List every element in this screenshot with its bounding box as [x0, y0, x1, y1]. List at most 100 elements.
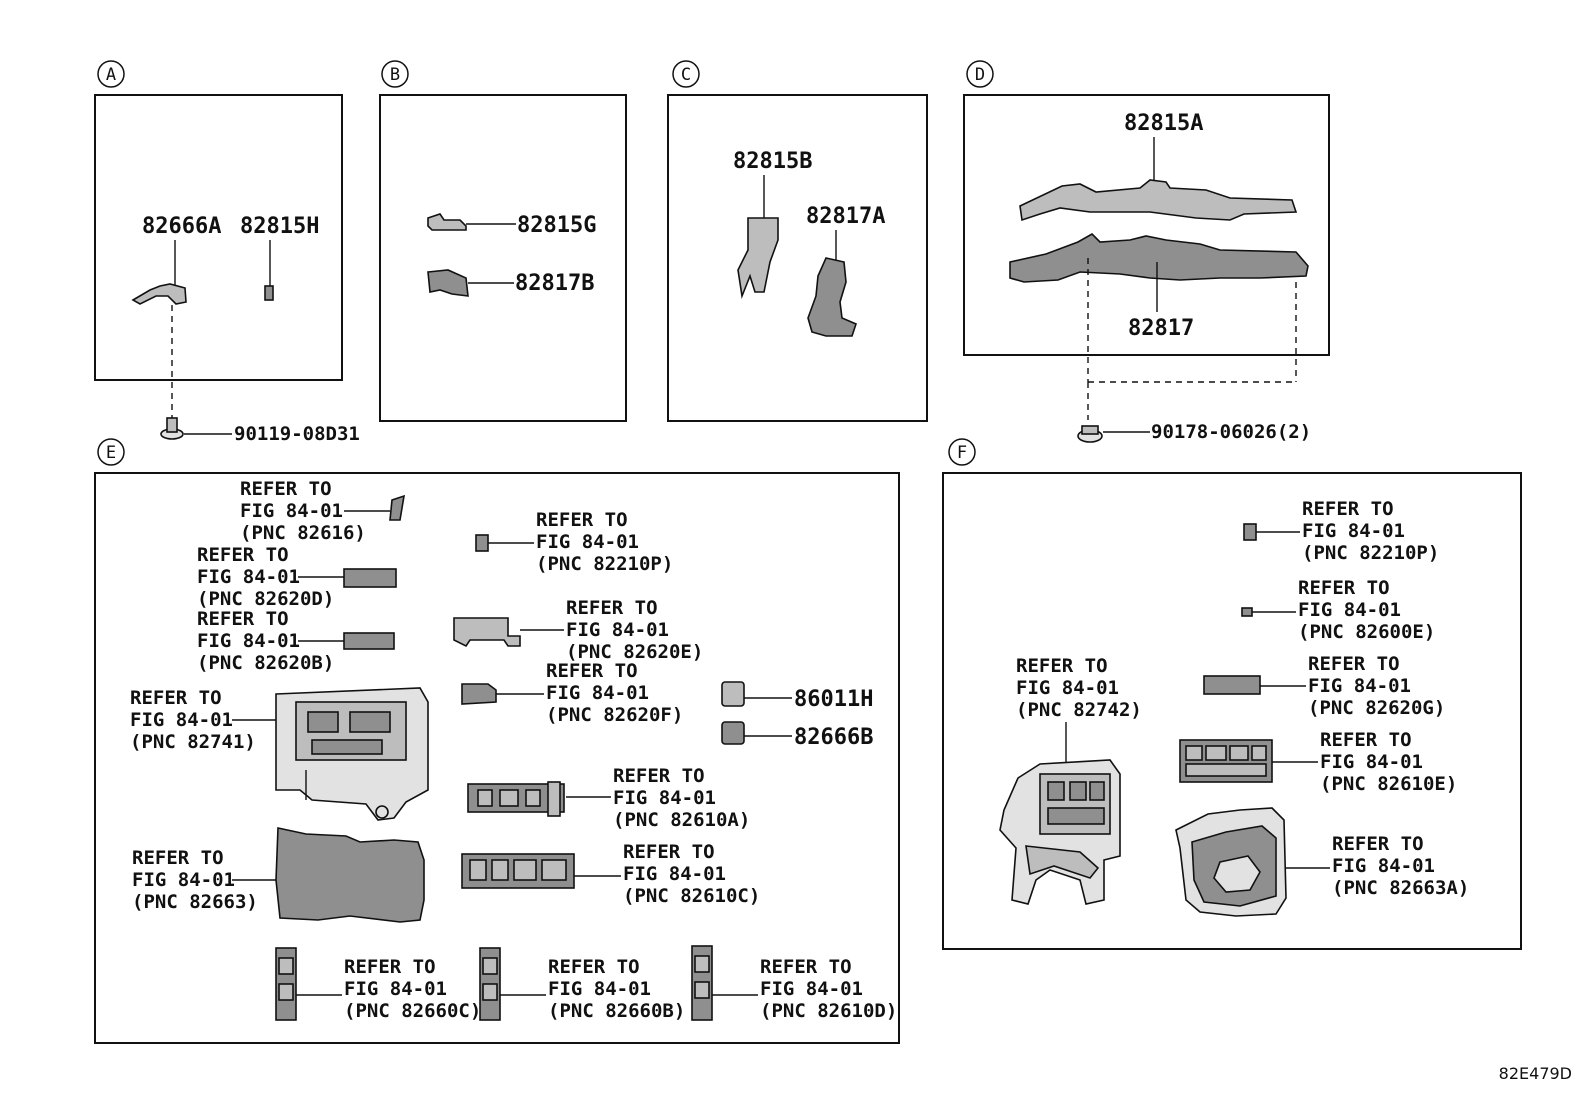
svg-text:REFER TO: REFER TO — [344, 956, 436, 978]
relay-block-82610C — [461, 853, 575, 889]
label-82666B: 82666B — [794, 725, 873, 750]
ref-82660B: REFER TO FIG 84-01 (PNC 82660B) — [479, 947, 685, 1022]
ref-82741: REFER TO FIG 84-01 (PNC 82741) — [130, 687, 429, 821]
svg-text:(PNC 82210P): (PNC 82210P) — [1302, 542, 1439, 564]
relay-block-82741 — [275, 687, 429, 821]
label-82815H: 82815H — [240, 214, 319, 239]
svg-text:REFER TO: REFER TO — [1332, 833, 1424, 855]
svg-text:FIG 84-01: FIG 84-01 — [197, 630, 300, 652]
part-82620E — [453, 617, 521, 648]
section-c-frame — [667, 94, 928, 422]
svg-text:(PNC 82620E): (PNC 82620E) — [566, 641, 703, 663]
part-82616 — [389, 494, 406, 521]
svg-text:REFER TO: REFER TO — [1298, 577, 1390, 599]
svg-text:FIG 84-01: FIG 84-01 — [623, 863, 726, 885]
ref-82610D: REFER TO FIG 84-01 (PNC 82610D) — [691, 945, 897, 1022]
svg-text:REFER TO: REFER TO — [197, 544, 289, 566]
section-b-frame — [379, 94, 627, 422]
clip-82815H — [264, 285, 274, 301]
section-a-frame — [94, 94, 343, 381]
part-82210P-e — [475, 534, 489, 552]
fuse-block-82660B — [479, 947, 501, 1021]
svg-text:FIG 84-01: FIG 84-01 — [240, 500, 343, 522]
bolt-90119-08D31 — [160, 417, 184, 440]
ref-82610C: REFER TO FIG 84-01 (PNC 82610C) — [461, 841, 760, 907]
part-82600E — [1241, 607, 1253, 617]
svg-text:FIG 84-01: FIG 84-01 — [1298, 599, 1401, 621]
part-82620G — [1203, 675, 1261, 695]
svg-text:(PNC 82610A): (PNC 82610A) — [613, 809, 750, 831]
bracket-82817A — [807, 257, 857, 337]
illustration-code: 82E479D — [1499, 1064, 1572, 1083]
svg-text:(PNC 82660B): (PNC 82660B) — [548, 1000, 685, 1022]
relay-block-82610E — [1179, 739, 1273, 783]
label-82817: 82817 — [1128, 316, 1194, 341]
section-a-marker: A — [106, 65, 116, 85]
fuse-block-82610D — [691, 945, 713, 1021]
part-82620D — [343, 568, 397, 588]
label-82815A: 82815A — [1124, 111, 1203, 136]
clip-82815G — [427, 213, 467, 231]
section-f-marker: F — [957, 443, 967, 463]
svg-text:(PNC 82663A): (PNC 82663A) — [1332, 877, 1469, 899]
part-82666B-group: 82666B — [721, 721, 873, 750]
label-82666A: 82666A — [142, 214, 221, 239]
svg-text:(PNC 82620F): (PNC 82620F) — [546, 704, 683, 726]
svg-text:(PNC 82660C): (PNC 82660C) — [344, 1000, 481, 1022]
ref-82742: REFER TO FIG 84-01 (PNC 82742) — [999, 655, 1142, 905]
bracket-82817B — [427, 269, 469, 297]
cover-82817 — [1009, 233, 1309, 283]
section-e-marker: E — [106, 443, 116, 463]
svg-text:REFER TO: REFER TO — [1302, 498, 1394, 520]
svg-text:FIG 84-01: FIG 84-01 — [132, 869, 235, 891]
svg-text:REFER TO: REFER TO — [623, 841, 715, 863]
svg-text:REFER TO: REFER TO — [536, 509, 628, 531]
svg-text:REFER TO: REFER TO — [1308, 653, 1400, 675]
ref-82210P-f: REFER TO FIG 84-01 (PNC 82210P) — [1243, 498, 1439, 564]
svg-text:(PNC 82620B): (PNC 82620B) — [197, 652, 334, 674]
ref-82620G: REFER TO FIG 84-01 (PNC 82620G) — [1203, 653, 1445, 719]
svg-text:FIG 84-01: FIG 84-01 — [344, 978, 447, 1000]
section-e: E REFER TO FIG 84-01 (PNC 82616) REFER T… — [94, 438, 900, 1044]
svg-text:REFER TO: REFER TO — [546, 660, 638, 682]
label-82815G: 82815G — [517, 213, 596, 238]
svg-text:REFER TO: REFER TO — [1016, 655, 1108, 677]
ref-82663: REFER TO FIG 84-01 (PNC 82663) — [132, 827, 425, 923]
section-a: A 82666A 82815H 90119-08D31 — [94, 60, 360, 445]
section-b: B 82815G 82817B — [379, 60, 627, 422]
svg-text:FIG 84-01: FIG 84-01 — [1302, 520, 1405, 542]
svg-text:(PNC 82610C): (PNC 82610C) — [623, 885, 760, 907]
svg-text:(PNC 82600E): (PNC 82600E) — [1298, 621, 1435, 643]
bracket-82666A — [131, 283, 187, 305]
svg-text:FIG 84-01: FIG 84-01 — [546, 682, 649, 704]
svg-text:FIG 84-01: FIG 84-01 — [548, 978, 651, 1000]
part-82210P-f — [1243, 523, 1257, 541]
svg-text:FIG 84-01: FIG 84-01 — [566, 619, 669, 641]
ref-82610E: REFER TO FIG 84-01 (PNC 82610E) — [1179, 729, 1457, 795]
nut-90178-06026 — [1077, 425, 1103, 443]
part-86011H-group: 86011H — [721, 681, 873, 712]
cover-82815A — [1019, 179, 1298, 222]
svg-text:FIG 84-01: FIG 84-01 — [197, 566, 300, 588]
ref-82620E: REFER TO FIG 84-01 (PNC 82620E) — [453, 597, 703, 663]
section-d: D 82815A 82817 90178-06026(2) — [963, 60, 1330, 443]
svg-text:(PNC 82620D): (PNC 82620D) — [197, 588, 334, 610]
svg-text:(PNC 82610E): (PNC 82610E) — [1320, 773, 1457, 795]
svg-text:REFER TO: REFER TO — [197, 608, 289, 630]
label-82817B: 82817B — [515, 271, 594, 296]
ref-82600E: REFER TO FIG 84-01 (PNC 82600E) — [1241, 577, 1435, 643]
svg-text:(PNC 82741): (PNC 82741) — [130, 731, 256, 753]
svg-text:REFER TO: REFER TO — [240, 478, 332, 500]
section-b-marker: B — [390, 65, 400, 85]
section-e-frame — [94, 472, 900, 1044]
part-82666B — [721, 721, 745, 745]
svg-text:(PNC 82616): (PNC 82616) — [240, 522, 366, 544]
label-82817A: 82817A — [806, 204, 885, 229]
section-f: F REFER TO FIG 84-01 (PNC 82210P) REFER … — [942, 438, 1522, 950]
bracket-82815B — [737, 217, 779, 300]
part-82620B — [343, 632, 395, 650]
ref-82616: REFER TO FIG 84-01 (PNC 82616) — [240, 478, 406, 544]
ref-82210P-e: REFER TO FIG 84-01 (PNC 82210P) — [475, 509, 673, 575]
svg-text:(PNC 82663): (PNC 82663) — [132, 891, 258, 913]
